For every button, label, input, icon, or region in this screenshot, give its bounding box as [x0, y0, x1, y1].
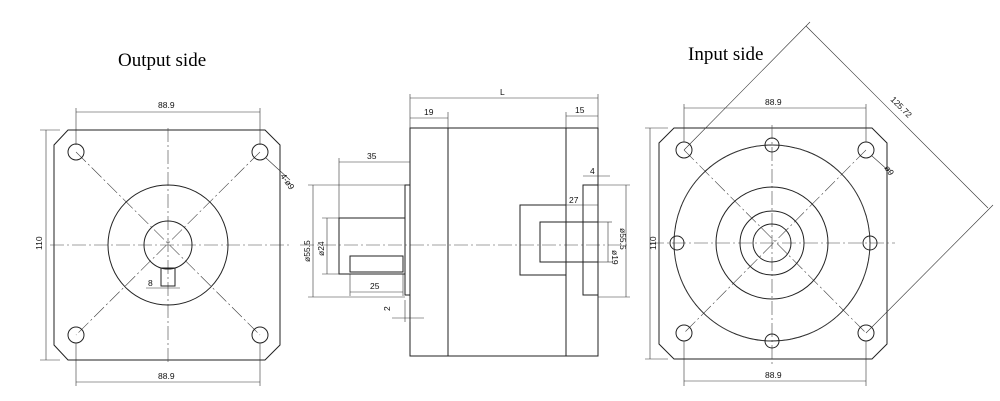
- side-dim-L: L: [500, 87, 505, 97]
- input-pcd-hole: [764, 333, 780, 349]
- side-dim-d55-left: ø55.5: [302, 240, 312, 262]
- output-side-title: Output side: [118, 50, 207, 71]
- input-mid-circle: [715, 186, 829, 300]
- input-bore-circle: [739, 210, 805, 276]
- output-dim-height: 110: [34, 236, 44, 250]
- side-dim-35: 35: [367, 151, 377, 161]
- output-dim-holes: 4-ø9: [278, 171, 296, 191]
- output-shaft-key: [349, 255, 404, 273]
- input-hub: [519, 204, 567, 276]
- input-inner-circle: [752, 223, 792, 263]
- input-side-title: Input side: [688, 44, 764, 65]
- input-pcd-hole: [764, 137, 780, 153]
- side-dim-27: 27: [569, 195, 579, 205]
- input-dim-hole: ø9: [882, 163, 896, 177]
- input-flange: [582, 184, 599, 296]
- side-dim-d19: ø19: [610, 250, 620, 265]
- side-view: L 19 15 35 4 27 ø55.5 ø24 ø19: [300, 87, 630, 357]
- output-dim-key: 8: [148, 278, 153, 288]
- side-dim-4: 4: [590, 166, 595, 176]
- output-side-view: 88.9 88.9 110 4-ø9 8: [34, 100, 297, 386]
- input-pcd-hole: [862, 235, 878, 251]
- output-dim-top: 88.9: [158, 100, 175, 110]
- input-dim-height: 110: [648, 236, 658, 250]
- side-dim-19: 19: [424, 107, 434, 117]
- side-dim-d55-right: ø55.5: [618, 228, 628, 250]
- input-dim-diag: 125.72: [889, 94, 915, 120]
- output-shaft-circle: [143, 220, 193, 270]
- side-dim-2: 2: [382, 306, 392, 311]
- side-dim-d24: ø24: [316, 241, 326, 256]
- gearbox-body: [409, 127, 599, 357]
- side-dim-25: 25: [370, 281, 380, 291]
- output-pilot: [404, 184, 411, 296]
- output-dim-bottom: 88.9: [158, 371, 175, 381]
- side-dim-15: 15: [575, 105, 585, 115]
- output-shaft: [338, 217, 406, 275]
- output-pilot-circle: [107, 184, 229, 306]
- output-flange-outline: [53, 129, 281, 361]
- input-dim-bottom: 88.9: [765, 370, 782, 380]
- output-key-slot: [160, 267, 176, 287]
- input-flange-outline: [658, 127, 888, 360]
- mounting-hole: [675, 324, 693, 342]
- input-dim-top: 88.9: [765, 97, 782, 107]
- input-side-view: 88.9 88.9 110 125.72 ø9: [645, 21, 994, 386]
- input-bore: [539, 221, 599, 263]
- input-pcd-hole: [669, 235, 685, 251]
